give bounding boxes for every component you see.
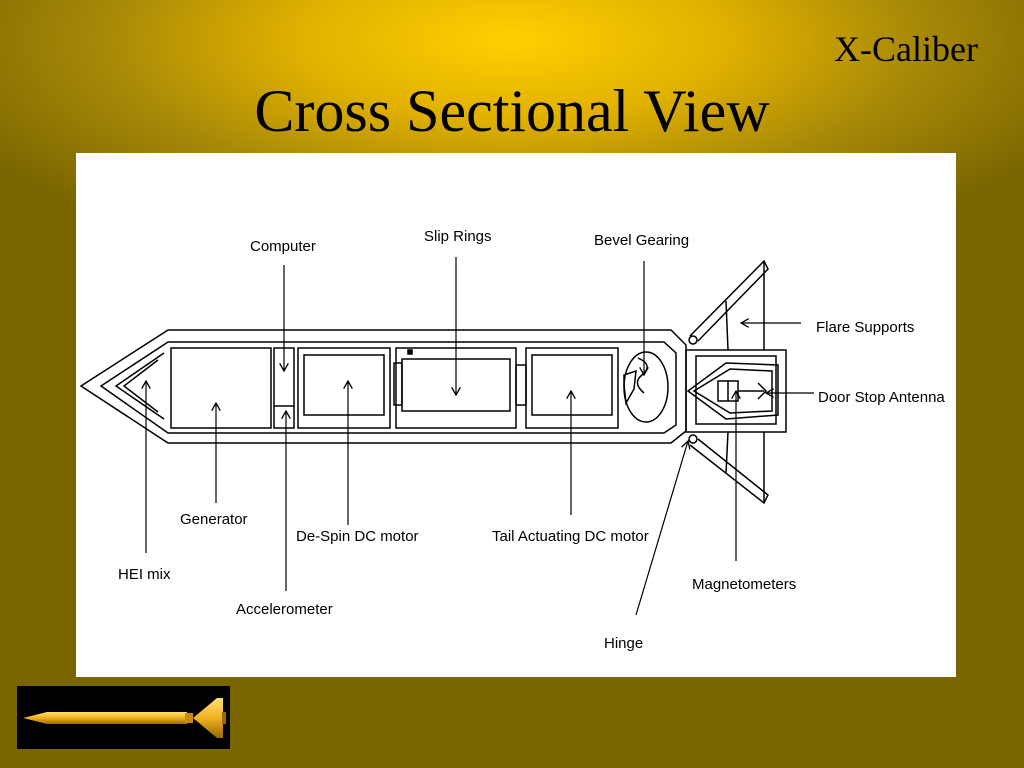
- label-hei-mix: HEI mix: [118, 566, 171, 583]
- label-slip-rings: Slip Rings: [424, 228, 492, 245]
- generator-block: [170, 347, 272, 429]
- slip-rings-block: [393, 347, 527, 429]
- label-tail-motor: Tail Actuating DC motor: [492, 528, 649, 545]
- logo-box: [17, 686, 230, 749]
- label-de-spin-motor: De-Spin DC motor: [296, 528, 419, 545]
- bevel-gearing: [623, 351, 669, 423]
- tail-motor-block: [525, 347, 619, 429]
- brand-label: X-Caliber: [834, 29, 978, 69]
- label-magnetometers: Magnetometers: [692, 576, 796, 593]
- nose-cone: [114, 352, 165, 420]
- slide-title: Cross Sectional View: [254, 78, 770, 144]
- cross-section-diagram: Computer Slip Rings Bevel Gearing Flare …: [76, 153, 956, 677]
- label-hinge: Hinge: [604, 635, 643, 652]
- label-flare-supports: Flare Supports: [816, 319, 914, 336]
- projectile-body: [79, 329, 687, 444]
- leader-arrows: [146, 257, 814, 616]
- label-generator: Generator: [180, 511, 248, 528]
- de-spin-motor-block: [297, 347, 391, 429]
- label-accelerometer: Accelerometer: [236, 601, 333, 618]
- label-bevel-gearing: Bevel Gearing: [594, 232, 689, 249]
- label-door-stop-antenna: Door Stop Antenna: [818, 389, 945, 406]
- flare-fins: [689, 259, 769, 505]
- projectile-icon: [23, 698, 226, 738]
- label-computer: Computer: [250, 238, 316, 255]
